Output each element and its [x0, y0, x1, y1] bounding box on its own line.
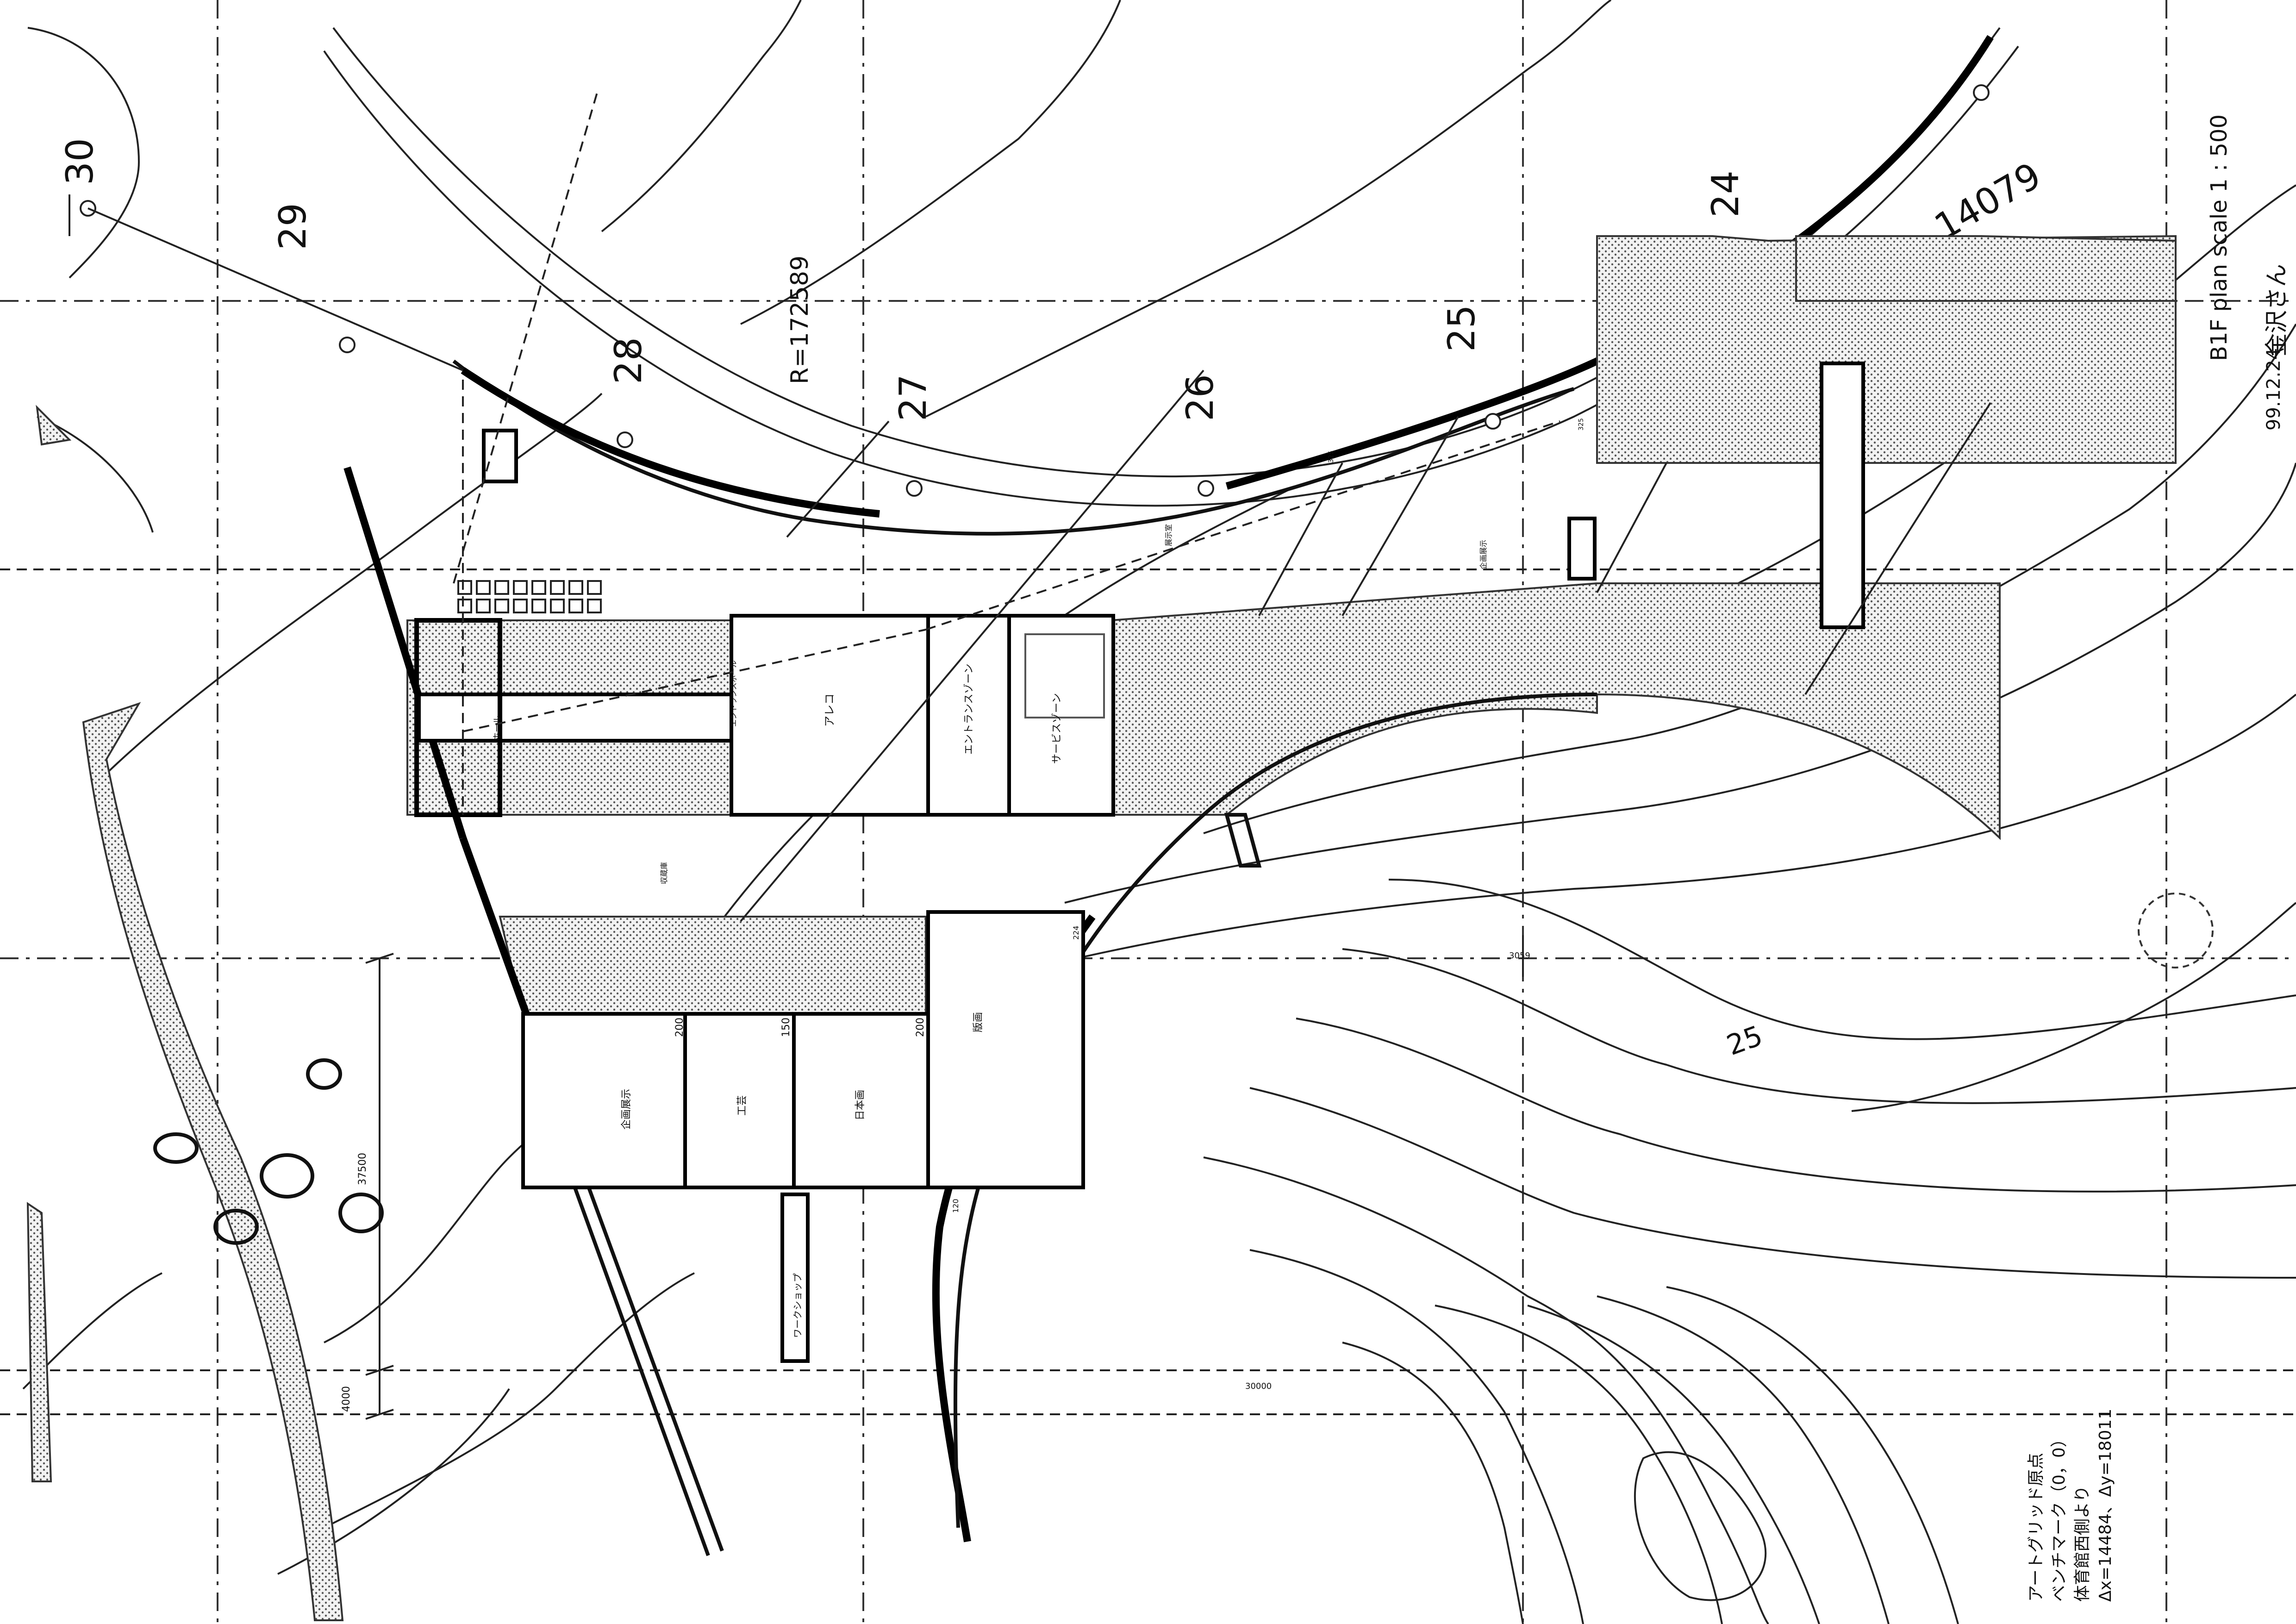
tree-sketches — [153, 1058, 384, 1245]
benchmark-notes: アートグリッド原点 ベンチマーク（0，0） 体育館西側より Δx=14484、Δ… — [2027, 1409, 2115, 1602]
dim-224: 224 — [1072, 925, 1080, 940]
road-station-markers — [69, 84, 1990, 497]
benchmark-note-line-1: アートグリッド原点 — [2027, 1453, 2046, 1602]
dim-4000: 4000 — [341, 1386, 352, 1412]
building-structure — [343, 235, 2177, 1556]
handwritten-date: 99.12.24 — [2263, 348, 2284, 431]
parking-grid — [457, 580, 602, 613]
plan-title: B1F plan scale 1 : 500 — [2206, 114, 2232, 361]
dim-3059: 3059 — [1509, 951, 1530, 961]
corner-hatch — [36, 405, 72, 446]
terrain-contours — [22, 0, 2296, 1624]
grid-number-29: 29 — [271, 203, 314, 250]
grid-number-25: 25 — [1440, 305, 1483, 352]
grid-number-27: 27 — [892, 374, 935, 421]
grid-number-labels: 30 29 28 27 26 25 24 — [58, 138, 1747, 421]
room-label-hall: ホール — [493, 716, 502, 741]
room-label-upper-corridor: 展示室 — [1164, 524, 1173, 546]
dim-325-b: 325 — [1578, 418, 1585, 431]
handwritten-signature: 金沢さん — [2263, 264, 2290, 356]
dim-120: 120 — [951, 1199, 960, 1213]
dimension-annotations: 200 150 200 37500 4000 30000 3059 224 12… — [341, 418, 1585, 1420]
dim-325-a: 325 — [1328, 450, 1335, 463]
dim-37500: 37500 — [357, 1153, 368, 1185]
room-label-service-zone: サービスゾーン — [1051, 693, 1063, 764]
room-label-storage: 収蔵庫 — [660, 862, 668, 884]
grid-number-24: 24 — [1704, 170, 1747, 218]
room-label-planning-display-upper: 企画展示 — [1479, 540, 1488, 569]
grid-number-28: 28 — [607, 337, 650, 384]
dim-200-right: 200 — [915, 1018, 926, 1037]
room-label-planning-display: 企画展示 — [621, 1089, 632, 1130]
benchmark-note-line-3: 体育館西側より — [2073, 1486, 2092, 1602]
dim-150: 150 — [780, 1018, 792, 1037]
radius-label: R=172589 — [786, 256, 814, 384]
room-labels: アレコ エントランスゾーン サービスゾーン 企画展示 工芸 日本画 版画 ワーク… — [493, 524, 1488, 1338]
room-label-lower-hall: エントランスホール — [729, 660, 738, 727]
benchmark-note-line-4: Δx=14484、Δy=18011 — [2096, 1409, 2115, 1602]
left-hatched-strip — [82, 702, 344, 1621]
room-label-workshop: ワークショップ — [792, 1273, 803, 1338]
room-label-crafts: 工芸 — [736, 1095, 748, 1116]
grid-number-30: 30 — [58, 138, 101, 185]
room-label-arco: アレコ — [823, 693, 836, 727]
dim-30000: 30000 — [1245, 1381, 1272, 1391]
room-label-japanese-painting: 日本画 — [855, 1090, 866, 1120]
benchmark-note-line-2: ベンチマーク（0，0） — [2050, 1430, 2069, 1602]
room-label-entrance-zone: エントランスゾーン — [963, 664, 975, 755]
left-edge-hatch — [26, 1202, 52, 1482]
dim-200-left: 200 — [674, 1018, 686, 1037]
grid-number-26: 26 — [1179, 374, 1222, 421]
dashed-routes — [453, 92, 1991, 922]
benchmark-circle — [2138, 893, 2214, 968]
room-label-prints: 版画 — [973, 1012, 984, 1032]
